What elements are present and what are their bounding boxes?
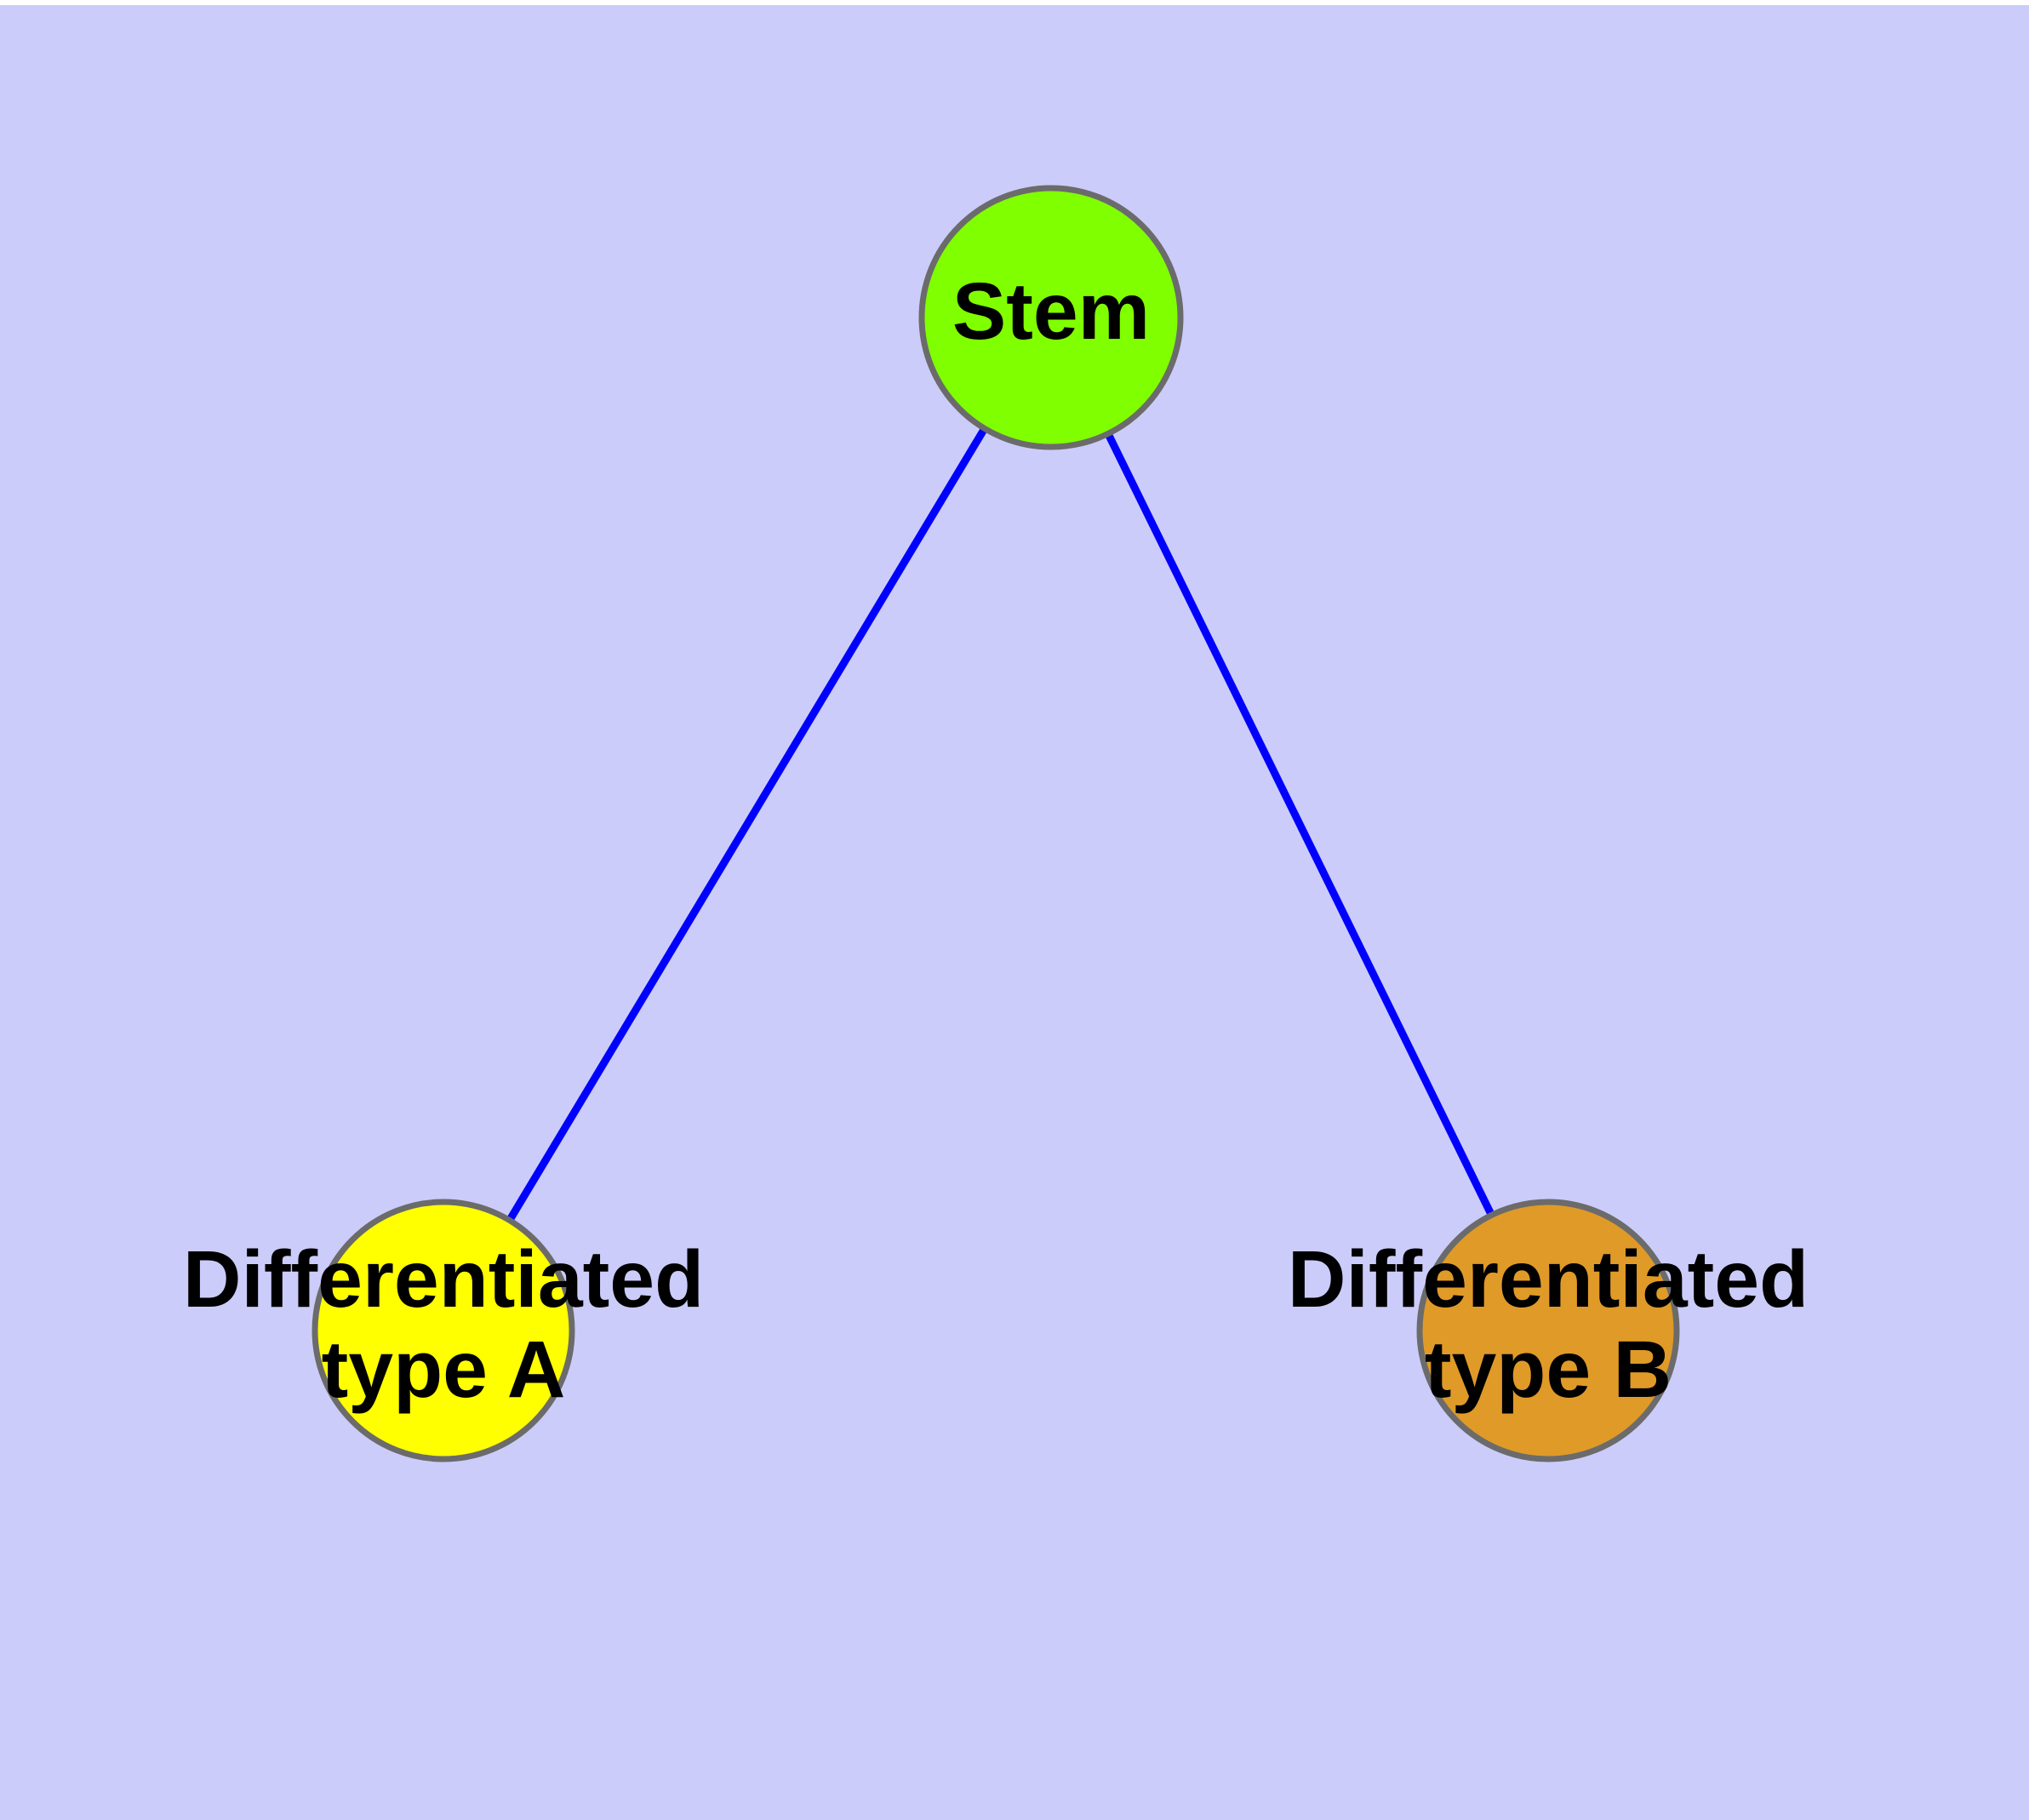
node-circle-diff-type-b[interactable] xyxy=(1416,1199,1680,1462)
node-label-stem: Stem xyxy=(952,266,1150,357)
node-label-line: Differentiated xyxy=(1288,1234,1809,1325)
edges-layer xyxy=(506,427,1495,1222)
node-label-line: Differentiated xyxy=(183,1234,704,1325)
node-circle-stem[interactable] xyxy=(918,185,1184,450)
graph-edge-stem-to-a[interactable] xyxy=(506,427,987,1222)
node-label-line: type B xyxy=(1425,1325,1672,1415)
graph-edge-stem-to-b[interactable] xyxy=(1105,433,1495,1216)
node-circle-diff-type-a[interactable] xyxy=(311,1199,575,1462)
graph-node-stem[interactable]: Stem xyxy=(918,185,1184,450)
node-label-line: type A xyxy=(322,1325,566,1415)
node-label-line: Stem xyxy=(952,266,1150,357)
